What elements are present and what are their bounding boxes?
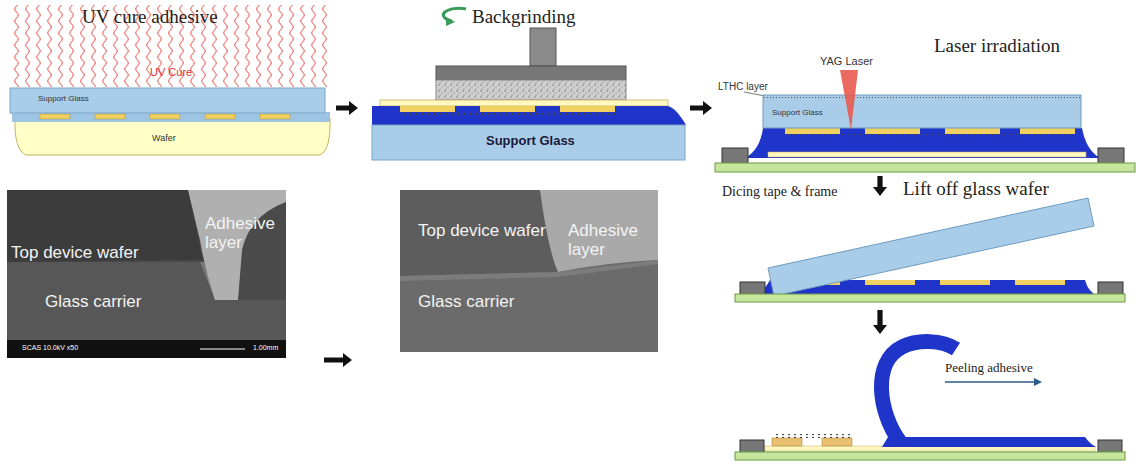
step-heading: UV cure adhesive	[82, 7, 218, 28]
adhesive-layer	[372, 106, 686, 125]
dicing-tape	[715, 163, 1135, 172]
part-label: Support Glass	[38, 95, 89, 104]
sem-photo-panel: Top device wafer Adhesive layerGlass carr…	[352, 190, 660, 366]
uv-rays	[12, 5, 327, 87]
wafer-shape	[15, 118, 330, 155]
rotation-arrowhead	[446, 17, 455, 26]
sem-background	[400, 190, 658, 352]
chip	[95, 114, 125, 119]
peel-direction-line	[945, 381, 1034, 383]
sem-info: SCAS 10.0kV x50	[22, 344, 78, 352]
dicing-tape	[735, 294, 1125, 302]
interface-edge	[400, 260, 658, 281]
chip	[865, 128, 920, 134]
chip	[260, 114, 290, 119]
bumps	[772, 434, 852, 438]
peeling-illustration	[735, 342, 1125, 460]
chip	[400, 106, 455, 112]
peel-direction-head	[1034, 378, 1042, 386]
sem-annotation: Adhesive layer	[568, 222, 646, 259]
part-label: LTHC layer	[718, 81, 768, 92]
part-label: Wafer	[152, 134, 176, 144]
scale-bar	[200, 349, 245, 350]
lift-off-illustration	[735, 198, 1125, 302]
peeling-adhesive	[881, 342, 956, 442]
step-heading: Backgrinding	[472, 7, 575, 28]
support-glass	[10, 88, 325, 113]
chip	[1015, 280, 1065, 285]
flow-arrow	[873, 310, 887, 334]
sem-annotation: Glass carrier	[45, 293, 141, 312]
lifted-glass	[768, 198, 1094, 296]
support-glass	[372, 125, 685, 160]
flow-arrow	[324, 353, 352, 367]
part-label: YAG Laser	[820, 55, 873, 67]
chip	[822, 438, 852, 446]
sem-background	[7, 190, 286, 358]
sem-image	[7, 190, 286, 358]
flow-arrow	[690, 101, 712, 115]
uv-cure-illustration	[10, 5, 330, 155]
thinned-wafer	[380, 100, 668, 106]
adhesive-region	[188, 190, 286, 300]
backgrinding-illustration	[372, 8, 686, 160]
glass-carrier-region	[7, 262, 286, 340]
chip	[560, 106, 615, 112]
chip	[945, 128, 1000, 134]
chip	[480, 106, 535, 112]
flow-arrow	[336, 101, 358, 115]
sem-annotation: Top device wafer	[11, 244, 139, 263]
flow-arrow	[873, 176, 887, 196]
sem-info: 1.00mm	[253, 344, 278, 352]
chip	[1020, 128, 1075, 134]
part-label: Support Glass	[772, 109, 823, 118]
chip	[772, 438, 802, 446]
adhesive-layer	[882, 437, 1096, 447]
chip	[150, 114, 180, 119]
chip	[940, 280, 990, 285]
step-heading: Laser irradiation	[934, 36, 1060, 57]
lthc-layer	[764, 97, 1080, 98]
laser-illustration	[715, 70, 1135, 172]
chip	[40, 114, 70, 119]
frame	[1098, 148, 1124, 164]
wafer	[768, 152, 1086, 157]
chip	[865, 280, 915, 285]
sem-info-bar	[7, 340, 286, 358]
device-wafer-region	[400, 190, 558, 276]
step-heading: Peeling adhesive	[945, 361, 1033, 375]
grinding-wheel	[436, 80, 626, 100]
uv-label: UV Cure	[150, 66, 192, 78]
chip	[205, 114, 235, 119]
laser-beam	[840, 70, 858, 130]
frame	[722, 148, 748, 164]
lift-off-panel: Lift off glass wafer	[712, 196, 1138, 310]
sem-photo-panel: Top device wafer Adhesive layerGlass carr…	[7, 190, 324, 366]
part-label: Support Glass	[486, 134, 575, 148]
adhesive-region	[540, 190, 658, 272]
sem-annotation: Adhesive layer	[205, 215, 283, 252]
grinding-head	[436, 66, 626, 80]
spindle	[530, 28, 556, 66]
device-wafer-region	[7, 190, 203, 262]
laser-panel: Laser irradiationLTHC layer YAG LaserSupp…	[712, 28, 1138, 176]
frame	[1098, 282, 1123, 295]
uv-cure-panel: UV cure adhesive UV CureSupport GlassWafe…	[0, 0, 336, 178]
support-glass	[763, 95, 1081, 128]
frame	[740, 282, 765, 295]
sem-annotation: Top device wafer	[418, 222, 546, 241]
backgrinding-panel: BackgrindingSupport Glass	[358, 0, 690, 165]
chip	[785, 128, 840, 134]
peeling-panel: Peeling adhesive	[712, 334, 1138, 470]
adhesive-layer	[745, 128, 1100, 158]
bumps	[785, 134, 1075, 137]
dicing-tape	[735, 452, 1125, 460]
sem-image	[400, 190, 658, 352]
part-label: Dicing tape & frame	[722, 184, 837, 199]
sem-annotation: Glass carrier	[418, 293, 514, 312]
step-heading: Lift off glass wafer	[903, 179, 1049, 200]
bumps	[400, 112, 615, 115]
